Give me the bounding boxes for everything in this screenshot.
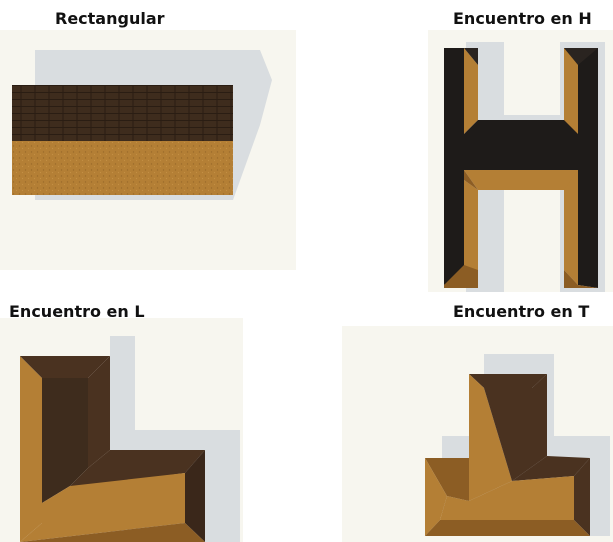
crossbar-top-slope xyxy=(425,458,469,501)
left-wing-top-slope xyxy=(444,48,478,65)
horizontal-wing-top-slope xyxy=(70,450,205,486)
left-wing-bottom-slope xyxy=(444,265,478,288)
crossbar-right-top-slope xyxy=(512,456,590,481)
rectangular-roof-diagram xyxy=(0,30,296,270)
label-encuentro-l: Encuentro en L xyxy=(9,302,145,321)
l-junction-roof-diagram xyxy=(0,318,243,542)
vertical-wing-left-slope xyxy=(20,356,42,542)
horizontal-wing-front-slope xyxy=(20,473,185,542)
vertical-wing-right-slope xyxy=(88,356,110,468)
label-encuentro-t: Encuentro en T xyxy=(453,302,590,321)
stem-top-slope xyxy=(469,374,547,388)
right-wing-dark-slope xyxy=(578,48,598,288)
crossbar-bottom-slope xyxy=(425,520,590,536)
stem-right-slope xyxy=(484,374,547,481)
vertical-wing-top-slope xyxy=(20,356,110,378)
right-wing-top-slope xyxy=(564,48,598,65)
crossbar-dark-slope xyxy=(464,120,578,170)
inner-valley-slope xyxy=(42,378,88,503)
horizontal-wing-right-slope xyxy=(185,450,205,542)
left-wing-lower-light xyxy=(464,180,478,285)
roof-slope-front xyxy=(12,141,233,195)
roof-slope-back xyxy=(12,85,233,141)
crossbar-light-slope xyxy=(464,170,578,190)
label-rectangular: Rectangular xyxy=(55,9,165,28)
label-encuentro-h: Encuentro en H xyxy=(453,9,592,28)
crossbar-left-slope xyxy=(425,458,447,536)
right-wing-bottom-slope xyxy=(564,270,598,288)
t-junction-roof-diagram xyxy=(342,326,613,542)
horizontal-wing-bottom-slope xyxy=(20,523,205,542)
left-wing-light-slope xyxy=(464,48,478,134)
crossbar-front-slope xyxy=(440,476,574,520)
crossbar-right-slope xyxy=(574,458,590,536)
stem-left-slope xyxy=(469,374,512,501)
crossbar-mid-slope xyxy=(464,170,478,190)
h-junction-roof-diagram xyxy=(428,30,613,292)
left-wing-dark-slope xyxy=(444,48,464,285)
